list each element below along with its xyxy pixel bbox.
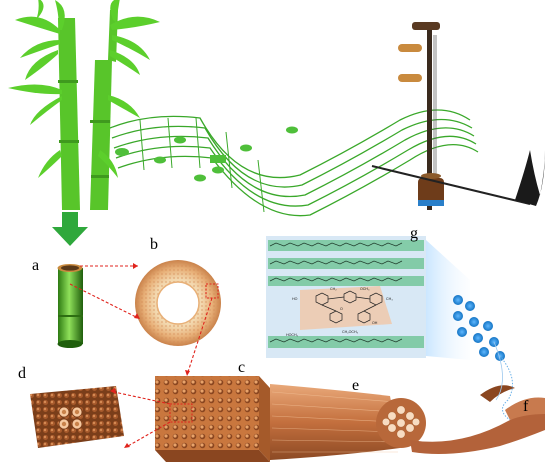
panel-label-e: e: [352, 377, 359, 394]
down-arrow-icon: [52, 212, 88, 246]
chem-label-och3: OCH₃: [360, 287, 370, 291]
panel-label-g: g: [410, 225, 418, 242]
chemical-structure-panel: HO CH₂ CH₃ O OH HOCH₂ OCH₃ CH₂OCH₃: [266, 236, 426, 358]
panel-label-d: d: [18, 365, 26, 382]
panel-label-f: f: [523, 398, 529, 415]
connector-lines: [69, 263, 213, 448]
chem-label-choch3: CH₂OCH₃: [342, 330, 359, 334]
erhu-instrument-icon: [371, 22, 545, 210]
fiber-bundle: [270, 384, 545, 460]
cross-section-ring: [135, 260, 221, 346]
music-wave-icon: [109, 109, 479, 217]
bamboo-culm-illustration: [57, 264, 83, 348]
bamboo-plant-icon: [8, 0, 160, 210]
vascular-block: [155, 376, 270, 462]
molecular-chain: [453, 295, 513, 421]
chem-label-oh: OH: [372, 321, 378, 325]
magnified-cells: [30, 386, 124, 448]
chem-label-ch2: CH₂: [330, 287, 337, 291]
panel-label-a: a: [32, 257, 39, 274]
panel-label-b: b: [150, 236, 158, 253]
chem-label-ch3: CH₃: [386, 297, 393, 301]
chem-label-o: O: [340, 307, 343, 311]
panel-label-c: c: [238, 359, 245, 376]
zoom-beam: [426, 240, 470, 360]
chem-label-hoch2: HOCH₂: [286, 333, 299, 337]
chem-label-ho: HO: [292, 297, 298, 301]
